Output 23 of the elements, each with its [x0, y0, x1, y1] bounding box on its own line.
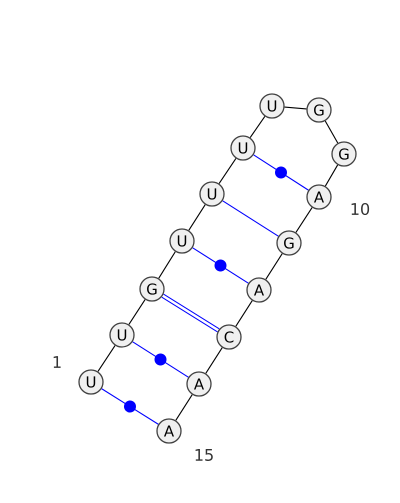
- backbone-line: [250, 116, 266, 138]
- backbone-line: [175, 394, 193, 421]
- backbone-line: [98, 345, 116, 372]
- backbone-line: [205, 347, 223, 374]
- backbone-line: [218, 158, 236, 184]
- backbone-line: [235, 300, 253, 327]
- backbone-line: [284, 106, 306, 110]
- position-number: 1: [54, 356, 61, 368]
- base-pair-line: [253, 154, 309, 191]
- base-pair-line: [222, 200, 279, 237]
- backbone-line: [158, 251, 176, 279]
- backbone-line: [188, 204, 206, 231]
- position-number: 10: [352, 202, 370, 216]
- base-pair-line: [101, 388, 159, 425]
- backbone-line: [324, 120, 338, 144]
- base-pair-line: [192, 247, 249, 284]
- backbone-line: [324, 164, 338, 186]
- base-pair-line: [162, 294, 220, 332]
- position-number: 15: [196, 449, 213, 461]
- backbone-line: [265, 253, 283, 280]
- base-pair-line: [132, 341, 189, 378]
- backbone-line: [295, 207, 313, 233]
- backbone-line: [128, 299, 146, 325]
